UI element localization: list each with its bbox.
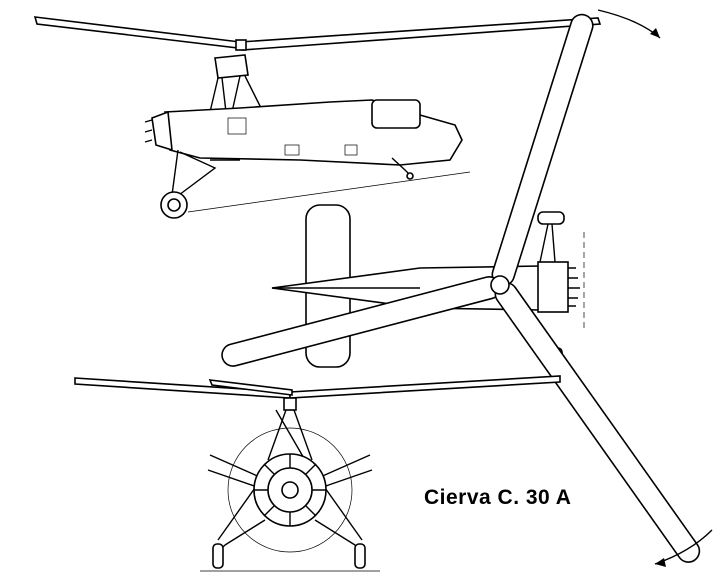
side-rotor-blade-left [33,16,242,49]
front-spinner [281,481,299,499]
side-engine [151,110,173,152]
side-tail-wheel [406,172,414,180]
top-tailplane-stub [537,211,565,225]
side-tail-fin [371,99,421,129]
side-panel [284,144,300,156]
side-rotor-hub [235,39,247,51]
rotation-arrow-top [650,28,660,38]
top-view [221,9,713,567]
front-pylon-struts [267,409,313,461]
front-landing-gear [217,519,361,553]
side-ground-line [187,171,471,213]
top-rotor-blade-3 [494,282,701,563]
drawing-title: Cierva C. 30 A [424,486,572,509]
side-wheel-hub [167,198,181,212]
front-view [74,375,561,572]
side-landing-gear [171,149,240,199]
top-struts [539,223,556,263]
side-engine-cylinders [144,119,153,143]
top-engine [537,261,569,313]
front-propeller-disc [227,427,353,553]
side-panel [344,144,358,156]
front-engine-cylinders [254,454,326,526]
front-wheel-left [212,543,224,569]
side-view [33,16,602,219]
front-rotor-blade-rear [208,379,293,396]
side-rotor-pylon-top [214,54,249,79]
top-rotor-hub [490,275,510,295]
side-pylon-struts [209,75,263,113]
front-rotor-hub [283,397,297,411]
side-rotor-blade-right [238,17,602,51]
rotation-arrow-bottom [655,558,666,567]
side-window [227,117,247,135]
front-wheel-right [354,543,366,569]
front-rotor-blade-right [289,375,561,399]
top-engine-cylinders [568,267,580,307]
